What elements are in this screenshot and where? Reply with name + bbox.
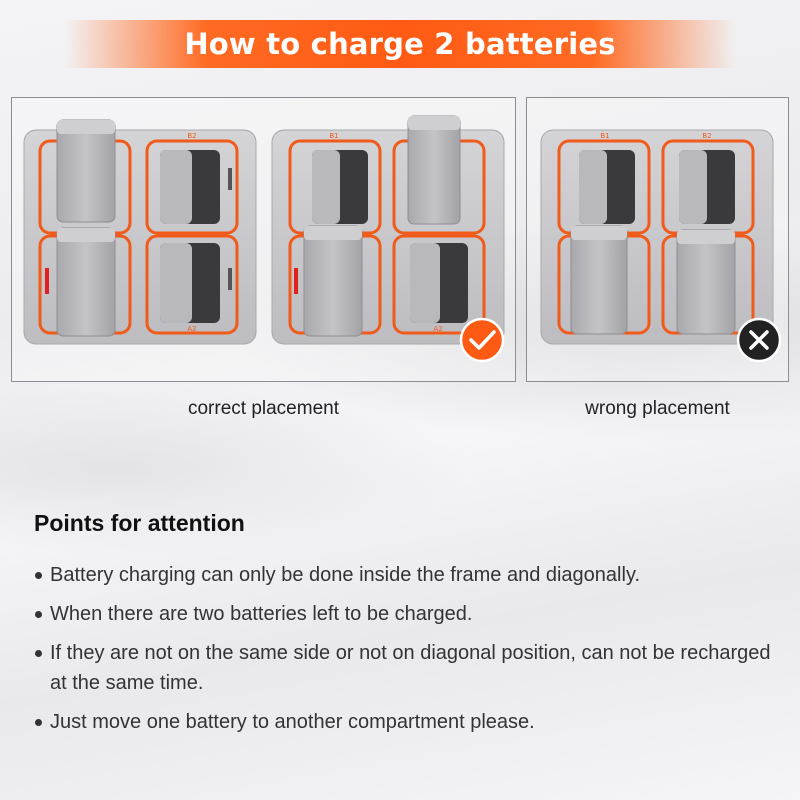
battery bbox=[303, 225, 363, 337]
attention-item-text: When there are two batteries left to be … bbox=[50, 603, 473, 625]
correct-placement-caption: correct placement bbox=[187, 398, 339, 419]
slot-label-b1: B1 bbox=[329, 132, 338, 140]
attention-item: When there are two batteries left to be … bbox=[34, 599, 774, 629]
bullet-icon bbox=[35, 611, 42, 618]
battery bbox=[56, 119, 116, 223]
slot-label-a2: A2 bbox=[433, 325, 442, 333]
battery bbox=[570, 225, 628, 335]
slot-label-a2: A2 bbox=[187, 325, 196, 333]
attention-item: Just move one battery to another compart… bbox=[34, 707, 774, 737]
slot-label-b2: B2 bbox=[702, 132, 711, 140]
attention-item-text: If they are not on the same side or not … bbox=[50, 642, 771, 694]
check-icon bbox=[459, 317, 505, 363]
charging-hub-2: B1 A2 bbox=[271, 115, 505, 345]
bullet-icon bbox=[35, 572, 42, 579]
wrong-placement-caption: wrong placement bbox=[585, 398, 730, 419]
wrong-placement-panel: B1 B2 bbox=[526, 97, 789, 382]
slot-frame bbox=[145, 139, 239, 235]
correct-placement-illustration: B2 A2 B1 A2 bbox=[23, 115, 505, 363]
slot-frame bbox=[392, 234, 486, 335]
battery bbox=[676, 229, 736, 335]
slot-label-b2: B2 bbox=[187, 132, 196, 140]
bullet-icon bbox=[35, 650, 42, 657]
page-title: How to charge 2 batteries bbox=[184, 27, 616, 61]
slot-label-b1: B1 bbox=[600, 132, 609, 140]
attention-item-text: Just move one battery to another compart… bbox=[50, 711, 535, 733]
correct-placement-panel: B2 A2 B1 A2 bbox=[11, 97, 516, 382]
title-banner: How to charge 2 batteries bbox=[0, 20, 800, 68]
charging-hub-3: B1 B2 bbox=[540, 129, 774, 345]
bullet-icon bbox=[35, 719, 42, 726]
charging-hub-1: B2 A2 bbox=[23, 119, 257, 345]
battery bbox=[56, 227, 116, 337]
attention-item-text: Battery charging can only be done inside… bbox=[50, 564, 641, 586]
attention-item: If they are not on the same side or not … bbox=[34, 638, 774, 698]
battery bbox=[407, 115, 461, 225]
slot-frame bbox=[145, 234, 239, 335]
attention-list: Battery charging can only be done inside… bbox=[34, 560, 774, 746]
attention-item: Battery charging can only be done inside… bbox=[34, 560, 774, 590]
cross-icon bbox=[736, 317, 782, 363]
attention-heading: Points for attention bbox=[34, 510, 245, 536]
wrong-placement-illustration: B1 B2 bbox=[540, 129, 782, 363]
